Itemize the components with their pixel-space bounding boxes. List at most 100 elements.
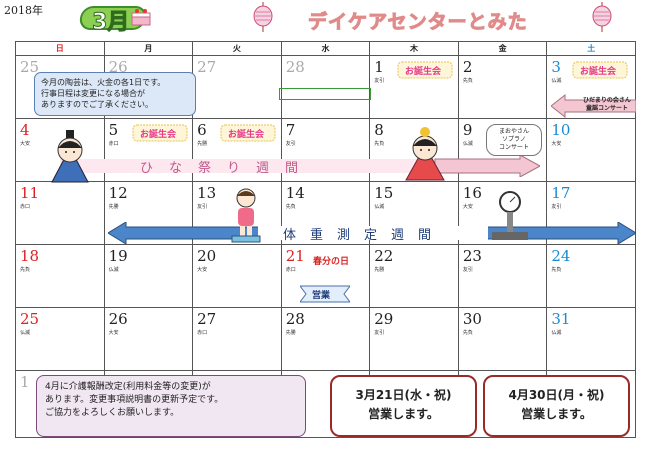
equinox-label: 春分の日 [313, 257, 350, 267]
celebration-badge: お誕生会 [397, 61, 453, 79]
rokuyo-label: 赤口 [108, 141, 119, 147]
rokuyo-label: 先負 [20, 267, 31, 273]
notice-top: 今月の陶芸は、火金の各1日です。 行事日程は変更になる場合が ありますのでご了承… [34, 72, 196, 116]
rokuyo-label: 先負 [462, 330, 473, 336]
day-number: 20 [197, 247, 217, 265]
rokuyo-label: 大安 [108, 330, 119, 336]
rokuyo-label: 仏滅 [20, 330, 31, 336]
rokuyo-label: 友引 [285, 141, 296, 147]
rokuyo-label: 先負 [551, 267, 562, 273]
calendar-cell[interactable]: 29 友引 [369, 307, 459, 371]
rokuyo-label: 赤口 [197, 330, 208, 336]
calendar-cell[interactable]: 31 仏滅 [546, 307, 636, 371]
calendar-cell[interactable]: 20 大安 [192, 244, 282, 308]
day-number: 28 [285, 58, 305, 76]
day-number: 1 [20, 373, 30, 391]
girl-on-scale-icon [231, 188, 261, 243]
calendar-cell[interactable]: 19 仏滅 [103, 244, 194, 308]
day-number: 16 [462, 184, 482, 202]
rokuyo-label: 大安 [551, 141, 562, 147]
day-number: 9 [462, 121, 473, 139]
day-number: 15 [374, 184, 394, 202]
weekday-wed: 水 [280, 41, 371, 56]
month-label: 3月 [91, 10, 130, 36]
rokuyo-label: 先勝 [285, 330, 296, 336]
calendar-cell[interactable]: 24 先負 [546, 244, 636, 308]
day-number: 25 [20, 58, 40, 76]
rokuyo-label: 友引 [462, 267, 473, 273]
day-number: 1 [374, 58, 384, 76]
rokuyo-label: 仏滅 [551, 78, 562, 84]
rokuyo-label: 赤口 [20, 204, 31, 210]
day-number: 7 [285, 121, 296, 139]
weekday-fri: 金 [457, 41, 548, 56]
day-number: 24 [551, 247, 571, 265]
left-arrow-icon [551, 94, 636, 118]
rokuyo-label: 仏滅 [108, 267, 119, 273]
day-number: 10 [551, 121, 571, 139]
day-number: 12 [108, 184, 128, 202]
day-number: 26 [108, 310, 128, 328]
rokuyo-label: 先負 [374, 141, 385, 147]
celebration-badge: お誕生会 [132, 124, 188, 142]
rokuyo-label: 友引 [374, 330, 385, 336]
hina-week-label: ひな祭り週間 [140, 161, 315, 176]
calendar-cell[interactable]: 30 先負 [457, 307, 548, 371]
day-number: 3 [551, 58, 561, 76]
calendar-cell[interactable]: 21 赤口 [280, 244, 371, 308]
calendar-cell[interactable]: 28 [280, 55, 371, 119]
rokuyo-label: 先勝 [197, 141, 208, 147]
rokuyo-label: 先勝 [374, 267, 385, 273]
open-notice-0430: 4月30日(月・祝) 営業します。 [483, 375, 630, 437]
ocarina-bubble: まおやさん ソプラノ コンサート [486, 124, 542, 156]
day-number: 29 [374, 310, 394, 328]
day-number: 11 [20, 184, 40, 202]
weekday-sun: 日 [15, 41, 105, 56]
calendar-cell[interactable]: 23 友引 [457, 244, 548, 308]
day-number: 21 [285, 247, 305, 265]
hina-doll-icon [51, 130, 89, 183]
day-number: 31 [551, 310, 571, 328]
calendar-cell[interactable]: 10 大安 [546, 118, 636, 182]
rokuyo-label: 大安 [197, 267, 208, 273]
year-label: 2018年 [4, 4, 43, 17]
hina-doll-icon [405, 127, 445, 181]
rokuyo-label: 先負 [462, 78, 473, 84]
day-number: 6 [197, 121, 207, 139]
calendar-cell[interactable]: 28 先勝 [280, 307, 371, 371]
selected-cell-outline[interactable] [279, 88, 371, 100]
calendar-cell[interactable]: 18 先負 [15, 244, 105, 308]
calendar-cell[interactable]: 25 仏滅 [15, 307, 105, 371]
day-number: 13 [197, 184, 217, 202]
rokuyo-label: 大安 [462, 204, 473, 210]
day-number: 4 [20, 121, 30, 139]
calendar-cell[interactable]: 11 赤口 [15, 181, 105, 245]
rokuyo-label: 仏滅 [551, 330, 562, 336]
day-number: 30 [462, 310, 482, 328]
day-number: 27 [197, 58, 217, 76]
calendar-cell[interactable]: 27 [192, 55, 282, 119]
rokuyo-label: 大安 [20, 141, 31, 147]
open-ribbon: 営業 [299, 283, 351, 305]
day-number: 28 [285, 310, 305, 328]
day-number: 19 [108, 247, 128, 265]
rokuyo-label: 友引 [197, 204, 208, 210]
weekday-tue: 火 [192, 41, 282, 56]
rokuyo-label: 赤口 [285, 267, 296, 273]
day-number: 23 [462, 247, 482, 265]
calendar-cell[interactable]: 26 大安 [103, 307, 194, 371]
day-number: 25 [20, 310, 40, 328]
weigh-week-label: 体重測定週間 [283, 228, 446, 243]
rokuyo-label: 先負 [285, 204, 296, 210]
cake-icon [131, 9, 151, 26]
bottom-notice: 4月に介護報酬改定(利用料金等の変更)が あります。変更事項説明書の更新予定です… [36, 375, 306, 437]
day-number: 18 [20, 247, 40, 265]
rokuyo-label: 仏滅 [462, 141, 473, 147]
right-arrow-icon [60, 155, 540, 177]
lantern-icon [253, 2, 273, 32]
weekday-thu: 木 [369, 41, 459, 56]
day-number: 17 [551, 184, 571, 202]
